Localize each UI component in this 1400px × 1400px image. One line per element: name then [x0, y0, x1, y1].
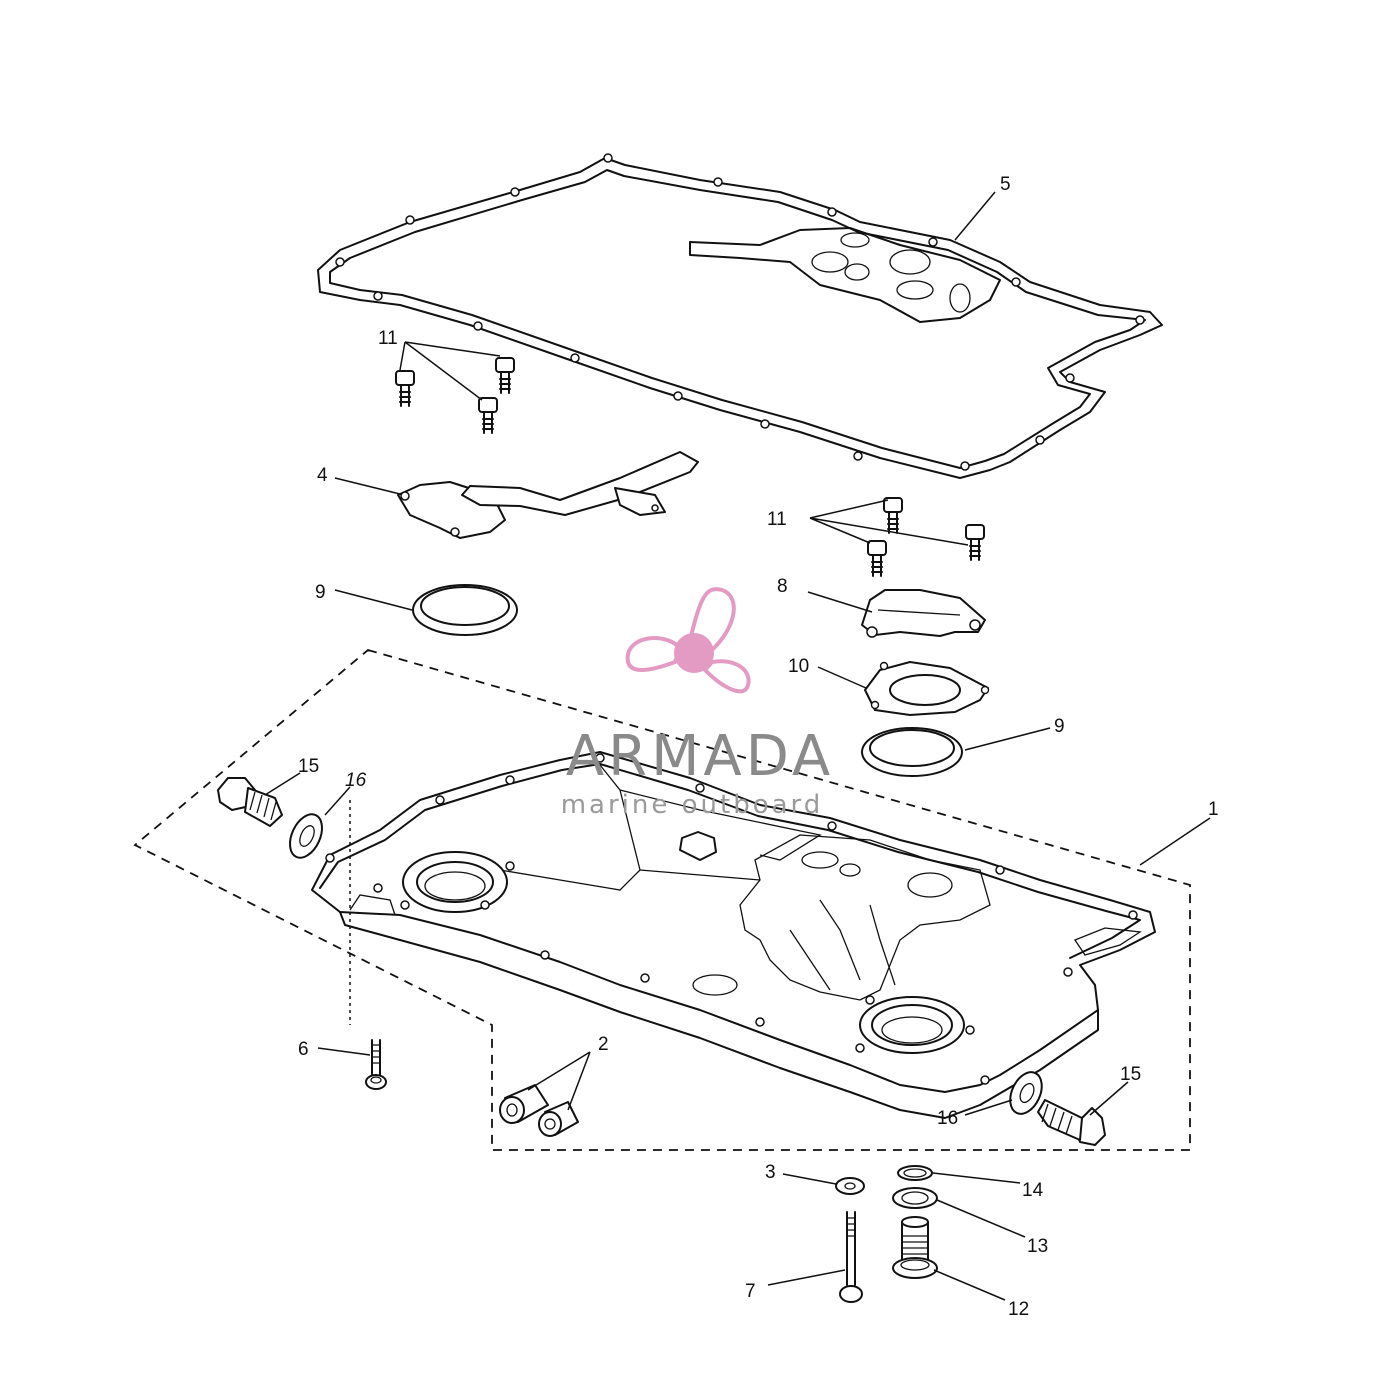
- oil-pickup-part-4: [397, 451, 699, 539]
- label-part-12: 12: [1008, 1299, 1029, 1320]
- label-part-3: 3: [765, 1162, 776, 1183]
- label-part-2: 2: [598, 1034, 609, 1055]
- bolts-part-11-upper: [395, 357, 515, 434]
- assembly-outline: [133, 649, 1191, 1151]
- washer-part-3: [835, 1177, 865, 1195]
- label-part-4: 4: [317, 465, 328, 486]
- label-part-10: 10: [788, 656, 809, 677]
- label-part-15-left: 15: [298, 756, 319, 777]
- dowels-part-2: [499, 1084, 579, 1137]
- bolt-part-6: [365, 1039, 387, 1090]
- label-part-5: 5: [1000, 174, 1011, 195]
- label-part-6: 6: [298, 1039, 309, 1060]
- bolt-part-15-right: [1037, 1099, 1106, 1146]
- flange-gasket-part-10: [864, 661, 990, 716]
- washer-part-16-left: [289, 813, 323, 859]
- propeller-icon: [625, 587, 751, 694]
- watermark: ARMADA marine outboard: [561, 587, 834, 820]
- bolt-part-7: [839, 1211, 863, 1303]
- label-part-11-lower: 11: [767, 509, 787, 530]
- bolt-part-15-left: [217, 777, 283, 827]
- plug-part-12: [892, 1216, 938, 1279]
- oring-part-14: [897, 1165, 933, 1181]
- label-part-1: 1: [1208, 799, 1219, 820]
- label-part-9-left: 9: [315, 582, 326, 603]
- label-part-7: 7: [745, 1281, 756, 1302]
- seal-part-13: [892, 1187, 938, 1209]
- watermark-brand: ARMADA: [566, 724, 834, 789]
- oring-part-9-left: [412, 584, 518, 636]
- watermark-tagline: marine outboard: [561, 790, 824, 820]
- label-part-16-right: 16: [937, 1108, 958, 1129]
- label-part-9-right: 9: [1054, 716, 1065, 737]
- cover-plate-part-8: [861, 589, 986, 638]
- label-part-13: 13: [1027, 1236, 1048, 1257]
- label-part-14: 14: [1022, 1180, 1044, 1201]
- label-part-11-upper: 11: [378, 328, 398, 349]
- washer-part-16-right: [1009, 1071, 1043, 1115]
- gasket-part-5: [317, 153, 1163, 479]
- label-part-15-right: 15: [1120, 1064, 1141, 1085]
- bolts-part-11-lower: [867, 497, 985, 577]
- oring-part-9-right: [861, 727, 963, 777]
- leader-lines: [264, 191, 1211, 1301]
- label-part-16-left: 16: [345, 770, 367, 791]
- part-labels: 5 11 4 11 8 9 10 9 15 16 1 6 2 15 16 3 1…: [298, 174, 1219, 1320]
- label-part-8: 8: [777, 576, 788, 597]
